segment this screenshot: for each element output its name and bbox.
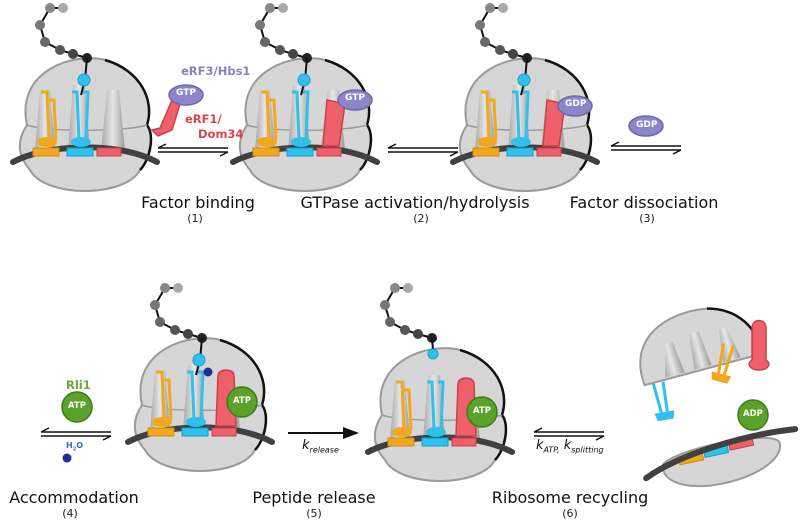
equilibrium-arrow-1 [157, 143, 229, 157]
stage-3-title: Factor dissociation [569, 193, 719, 212]
stage-2-title: GTPase activation/hydrolysis [300, 193, 530, 212]
adp-bound [737, 399, 769, 431]
gdp-label-free: GDP [636, 120, 658, 130]
stage-4-number: (4) [62, 507, 78, 520]
ribosome-stage-4 [128, 282, 272, 471]
gtp-label-bound: GTP [345, 93, 365, 103]
stage-4-title: Accommodation [9, 488, 139, 507]
water-molecule [62, 453, 72, 463]
equilibrium-arrow-3 [610, 141, 682, 155]
erf1-erf3-complex [150, 84, 204, 137]
ribosome-stage-2 [233, 2, 377, 191]
water-2: 2 [72, 446, 77, 453]
ribosome-stage-5 [368, 348, 512, 481]
stage-1-number: (1) [187, 212, 203, 225]
adp-label: ADP [743, 409, 763, 419]
stage-2-number: (2) [413, 212, 429, 225]
rate-atp-sub: ATP, [543, 445, 560, 455]
atp-free [61, 391, 93, 423]
gdp-free [628, 115, 664, 137]
stage-6-title: Ribosome recycling [491, 488, 649, 507]
rate-splitting-k: k [563, 438, 572, 453]
rate-release-k: k [302, 438, 310, 453]
small-subunit-free [643, 426, 799, 488]
stage-6-number: (6) [562, 507, 578, 520]
erf1-free [748, 319, 770, 371]
rate-release: krelease [302, 438, 339, 455]
ribosome-stage-1 [13, 2, 157, 191]
stage-1-title: Factor binding [141, 193, 255, 212]
erf1-label-line1: eRF1/ [185, 112, 222, 126]
rate-splitting-sub: splitting [571, 445, 604, 455]
large-subunit-free [639, 307, 762, 387]
atp-label-free: ATP [68, 401, 86, 411]
water-label: H2O [66, 441, 83, 453]
erf1-label-line2: Dom34 [198, 127, 244, 141]
rate-atp-k: k [536, 438, 544, 453]
rli1-label: Rli1 [66, 378, 91, 392]
gtp-label-free: GTP [176, 88, 196, 98]
atp-label-stage4: ATP [233, 396, 251, 406]
gdp-label-bound: GDP [565, 99, 587, 109]
stage-5-number: (5) [306, 507, 322, 520]
ribosome-stage-3 [453, 2, 597, 191]
equilibrium-arrow-6 [533, 427, 605, 441]
atp-label-stage5: ATP [473, 406, 491, 416]
released-peptide [379, 282, 439, 360]
water-h: H [66, 441, 73, 450]
rate-recycling: kATP, ksplitting [536, 438, 604, 455]
stage-3-number: (3) [639, 212, 655, 225]
erf3-hbs1-label: eRF3/Hbs1 [181, 64, 251, 78]
trna-p-free [711, 343, 735, 384]
equilibrium-arrow-2 [387, 143, 459, 157]
equilibrium-arrow-4 [40, 427, 112, 441]
stage-5-title: Peptide release [252, 488, 376, 507]
trna-a-free [651, 381, 675, 422]
water-o: O [76, 441, 83, 450]
rate-release-sub: release [309, 445, 339, 455]
